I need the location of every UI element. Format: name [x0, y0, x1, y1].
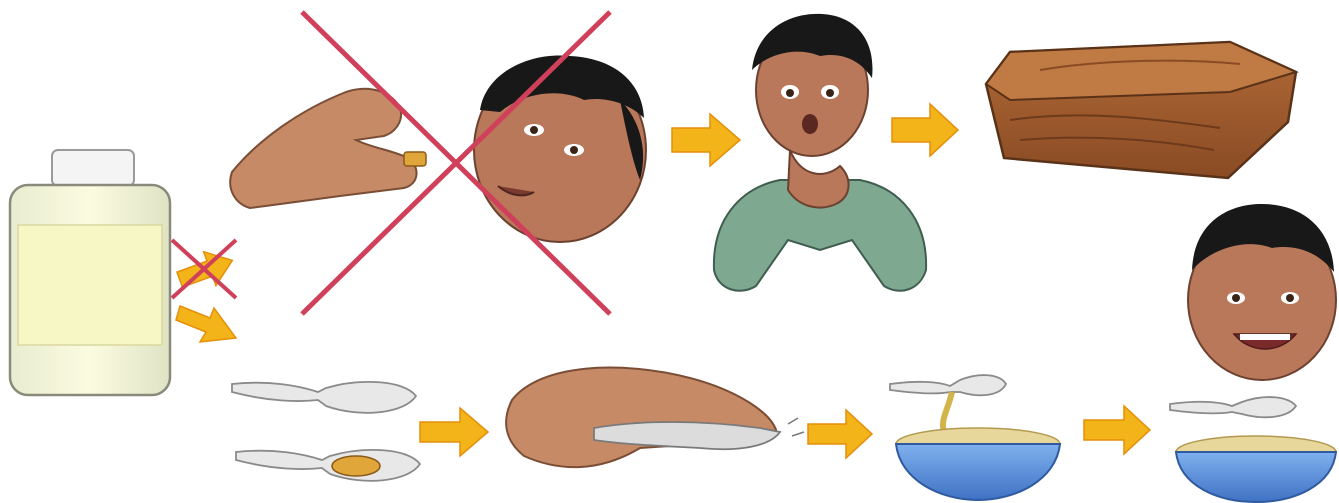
arrow-icon [892, 104, 958, 156]
arrow-icon [672, 114, 740, 166]
food-bowl-icon [890, 375, 1060, 500]
crossed-arrow-icon [172, 240, 238, 298]
spoon-with-tablet-icon [232, 382, 420, 481]
arrow-icon [420, 408, 488, 456]
arrow-icon [808, 410, 872, 458]
medicine-bottle-icon [10, 150, 170, 395]
coffin-icon [986, 42, 1296, 178]
crushing-tablet-icon [506, 368, 804, 468]
child-face-crying-icon [474, 55, 646, 242]
choking-child-icon [714, 14, 926, 291]
arrow-icon [1084, 406, 1150, 454]
arrow-icon [176, 306, 236, 342]
happy-child-icon [1170, 204, 1336, 502]
